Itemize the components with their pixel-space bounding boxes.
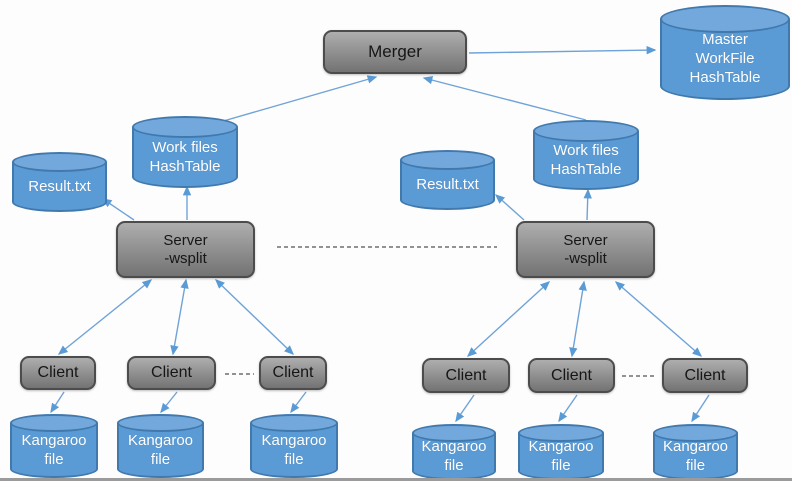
master-label-line2: WorkFile (695, 50, 755, 68)
right-result-node: Result.txt (400, 150, 495, 210)
left-result-node: Result.txt (12, 152, 107, 212)
figure-bottom-edge (0, 478, 792, 481)
arrow-right-workfiles-to-merger (422, 76, 587, 121)
arrow-left-server-client-1 (57, 279, 153, 355)
left-workfiles-hashtable-node: Work files HashTable (132, 116, 238, 188)
cylinder-top-face (10, 414, 98, 432)
client-label: Client (37, 364, 79, 382)
left-kangaroo-file-node-1: Kangaroo file (10, 414, 98, 478)
cylinder-top-face (660, 5, 790, 33)
left-client-node-3: Client (259, 356, 327, 390)
right-kangaroo-file-node-2: Kangaroo file (518, 424, 604, 480)
file-label-line1: Kangaroo (21, 431, 87, 449)
left-kangaroo-file-node-3: Kangaroo file (250, 414, 338, 478)
cylinder-top-face (132, 116, 238, 138)
arrow-right-server-client-3 (614, 281, 703, 357)
file-label-line1: Kangaroo (261, 431, 327, 449)
merger-label: Merger (368, 41, 422, 61)
arrow-left-client1-to-file (50, 391, 65, 414)
right-workfiles-line1: Work files (553, 141, 619, 159)
client-label: Client (551, 366, 592, 384)
cylinder-top-face (653, 424, 738, 442)
cylinder-top-face (117, 414, 204, 432)
right-kangaroo-file-node-1: Kangaroo file (412, 424, 496, 480)
client-label: Client (272, 364, 314, 382)
right-client-node-2: Client (528, 358, 615, 393)
left-server-node: Server -wsplit (116, 221, 255, 278)
arrow-right-server-to-workfiles (583, 188, 592, 221)
right-client-node-3: Client (662, 358, 748, 393)
right-server-node: Server -wsplit (516, 221, 655, 278)
arrow-left-server-to-result (101, 198, 135, 221)
cylinder-top-face (533, 120, 639, 142)
arrow-left-workfiles-to-merger (219, 75, 378, 123)
cylinder-top-face (518, 424, 604, 442)
arrow-left-server-client-2 (170, 278, 189, 356)
arrow-left-server-client-3 (214, 279, 295, 355)
arrow-right-client1-to-file (455, 394, 475, 423)
client-label: Client (151, 364, 192, 382)
file-label-line2: file (444, 456, 464, 474)
right-client-node-1: Client (422, 358, 510, 393)
file-label-line2: file (551, 456, 571, 474)
right-workfiles-line2: HashTable (550, 160, 622, 178)
left-result-label: Result.txt (28, 177, 91, 195)
left-client-node-1: Client (20, 356, 96, 390)
cylinder-top-face (250, 414, 338, 432)
arrow-right-client3-to-file (691, 394, 710, 423)
arrow-merger-to-master (468, 45, 657, 55)
left-client-node-2: Client (127, 356, 216, 390)
master-label-line3: HashTable (689, 68, 761, 86)
cylinder-body (10, 423, 98, 478)
right-server-line1: Server (563, 231, 608, 249)
left-workfiles-line2: HashTable (149, 157, 221, 175)
client-label: Client (445, 366, 487, 384)
master-workfile-hashtable-node: Master WorkFile HashTable (660, 5, 790, 100)
cylinder-body (250, 423, 338, 478)
arrow-right-server-client-1 (466, 281, 551, 357)
arrow-right-server-to-result (494, 194, 525, 221)
cylinder-top-face (12, 152, 107, 172)
file-label-line2: file (150, 450, 171, 468)
file-label-line1: Kangaroo (528, 437, 594, 455)
file-label-line1: Kangaroo (127, 431, 194, 449)
arrow-right-client2-to-file (558, 394, 578, 423)
right-result-label: Result.txt (416, 175, 479, 193)
file-label-line1: Kangaroo (421, 437, 487, 455)
file-label-line2: file (284, 450, 304, 468)
file-label-line1: Kangaroo (662, 437, 729, 455)
arrow-left-client2-to-file (160, 391, 178, 414)
right-workfiles-hashtable-node: Work files HashTable (533, 120, 639, 190)
cylinder-top-face (400, 150, 495, 170)
cylinder-body (117, 423, 204, 478)
left-workfiles-line1: Work files (152, 138, 218, 156)
cylinder-body (12, 162, 107, 212)
merger-node: Merger (323, 30, 467, 74)
right-server-line2: -wsplit (564, 249, 607, 267)
file-label-line2: file (685, 456, 706, 474)
arrow-left-client3-to-file (290, 391, 307, 414)
master-label-line1: Master (702, 31, 748, 49)
cylinder-top-face (412, 424, 496, 442)
left-server-line1: Server (163, 231, 208, 249)
right-kangaroo-file-node-3: Kangaroo file (653, 424, 738, 480)
client-label: Client (684, 366, 726, 384)
arrow-right-server-client-2 (569, 280, 587, 358)
file-label-line2: file (44, 450, 64, 468)
left-kangaroo-file-node-2: Kangaroo file (117, 414, 204, 478)
left-server-line2: -wsplit (164, 249, 207, 267)
